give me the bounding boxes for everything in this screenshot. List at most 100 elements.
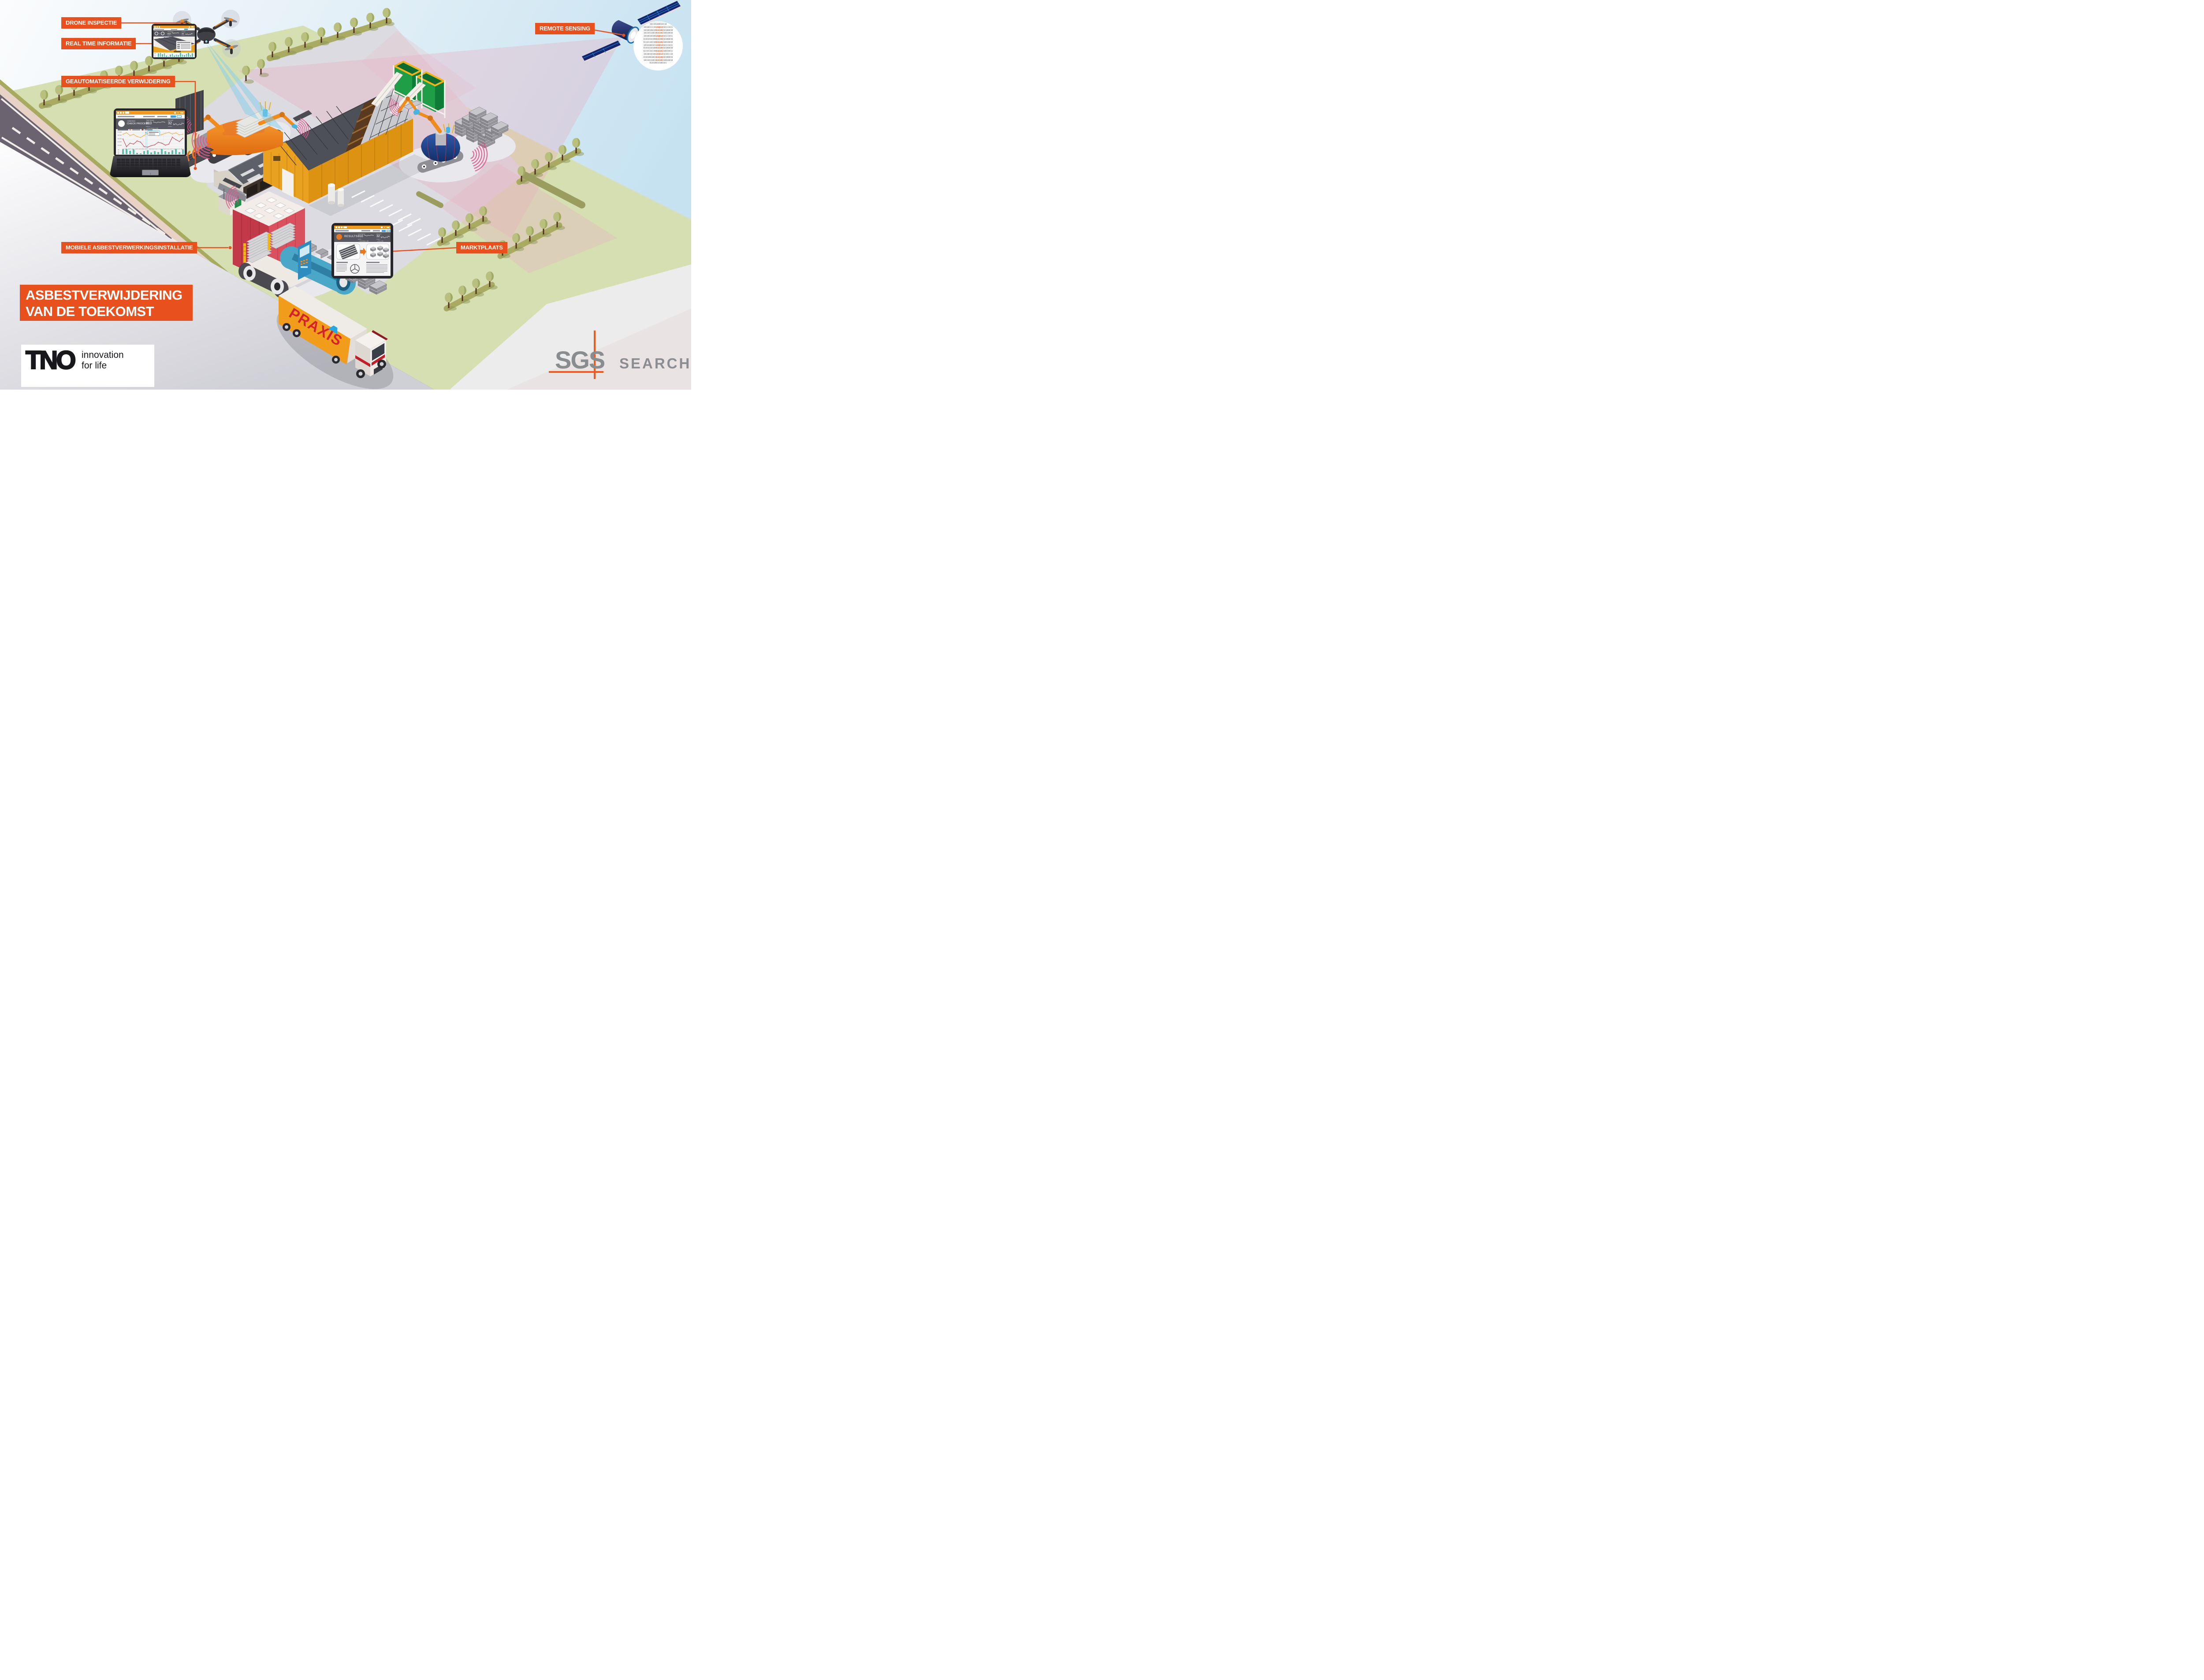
- stat2-label: Account: [376, 233, 381, 235]
- tag-mobiele-installatie: MOBIELE ASBESTVERWERKINGSINSTALLATIE: [61, 242, 197, 253]
- legend-row-1: ● Total Market ● NRx: [359, 240, 369, 242]
- app-subtitle: CHECK PROCESS: [127, 123, 149, 125]
- pink-wash-3: [507, 308, 691, 390]
- windshield: [371, 342, 385, 362]
- stat2-value: 32: [168, 121, 172, 125]
- toolbar: [116, 115, 185, 119]
- stat1-value: 810: [168, 33, 171, 35]
- inlet-conveyor: [218, 178, 247, 205]
- touchpad: [142, 170, 159, 175]
- tablet-marktplaats: RESULTS Total Market 810 8,87% ↑ Account…: [331, 223, 393, 279]
- blue-inspection-robot: [413, 110, 464, 173]
- truck: PRAXIS: [276, 286, 394, 389]
- stat1-value: 810: [146, 121, 152, 125]
- dashboard-header: Asbestos CHECK PROCESS Total Market 810 …: [116, 119, 185, 129]
- laptop-keyboard: [109, 156, 191, 177]
- panel-bricks: [366, 244, 389, 260]
- bar-chart: [158, 52, 193, 57]
- stat2-label: Account: [182, 31, 186, 33]
- infographic: PRAXIS: [0, 0, 691, 390]
- laptop-screen: Asbestos CHECK PROCESS Total Market 810 …: [116, 111, 185, 155]
- roof-photo: [153, 37, 195, 52]
- title-line2: VAN DE TOEKOMST: [26, 304, 154, 319]
- bar-chart: [122, 149, 184, 154]
- browser-bar: [334, 226, 391, 229]
- sheet-stacks: [243, 223, 296, 263]
- legend-row: ● Total Market ● NRx: [147, 127, 159, 129]
- report-right: [366, 262, 389, 275]
- sgs-wordmark: SGS: [555, 346, 605, 374]
- sgs-search-text: SEARCH: [619, 355, 691, 372]
- tag-remote-sensing: REMOTE SENSING: [535, 23, 595, 34]
- cab-side: [355, 340, 370, 376]
- parking-stripes: [351, 190, 440, 246]
- pink-wash-1: [441, 163, 617, 273]
- toolbar: [334, 229, 391, 232]
- tag-geautomatiseerde-verwijdering: GEAUTOMATISEERDE VERWIJDERING: [61, 76, 175, 87]
- report-left: [336, 262, 360, 275]
- app-title: RESULTS: [344, 235, 358, 238]
- control-kiosk: [298, 240, 311, 280]
- panel-corrugated-sheet: [336, 244, 360, 260]
- tablet-drone-inspection: + Total Market 810 8,87% ↑ Account 32 4,…: [152, 24, 197, 59]
- title-block: ASBESTVERWIJDERING VAN DE TOEKOMST: [20, 285, 193, 321]
- legend-row-2: ● TRx ● NRx: [377, 240, 383, 242]
- tno-tagline-2: for life: [82, 361, 107, 371]
- roof-vents: [245, 197, 295, 219]
- sgs-search-logo: SGS SEARCH: [549, 331, 690, 388]
- pie-chart-icon: [350, 264, 360, 274]
- stat2-label: Account: [168, 119, 174, 121]
- browser-bar: [116, 111, 185, 115]
- stat2-value: 32: [376, 235, 380, 238]
- tablet-screen: RESULTS Total Market 810 8,87% ↑ Account…: [334, 226, 391, 276]
- illustration: PRAXIS: [0, 0, 691, 390]
- tablet-frame: RESULTS Total Market 810 8,87% ↑ Account…: [331, 223, 393, 279]
- stat1-label: Total Market: [146, 119, 154, 121]
- stat1-delta: 8,87% ↑: [168, 35, 171, 36]
- satellite: [582, 1, 682, 62]
- drone-scan-beam: [205, 42, 284, 130]
- app-name: Asbestos: [127, 120, 135, 122]
- dashboard-header: RESULTS Total Market 810 8,87% ↑ Account…: [334, 232, 391, 242]
- transform-arrow-icon: [360, 248, 366, 256]
- stat1-label: Total Market: [168, 31, 174, 33]
- tablet-screen: + Total Market 810 8,87% ↑ Account 32 4,…: [153, 26, 195, 57]
- stat2-delta: 4,12% ↑: [182, 35, 185, 36]
- laptop-screen-frame: Asbestos CHECK PROCESS Total Market 810 …: [114, 108, 187, 157]
- ground-bottom-right: [450, 264, 691, 390]
- trailer-roof: [279, 286, 367, 339]
- browser-bar: [153, 26, 195, 28]
- tno-logo: TNO innovation for life: [21, 345, 154, 387]
- roller-drum: [238, 263, 289, 298]
- tag-marktplaats: MARKTPLAATS: [456, 242, 507, 253]
- tag-drone-inspectie: DRONE INSPECTIE: [61, 17, 122, 29]
- tno-wordmark: TNO: [25, 346, 77, 375]
- stat2-delta: 4,12% ↑: [376, 239, 381, 240]
- sgs-cross-vertical: [594, 331, 596, 379]
- toolbar: [153, 28, 195, 30]
- stat1-delta: 8,87% ↑: [358, 239, 362, 240]
- tag-real-time-informatie: REAL TIME INFORMATIE: [61, 38, 136, 49]
- warehouse-door: [282, 168, 294, 197]
- silos: [328, 183, 344, 207]
- stat1-label: Total Market: [358, 233, 365, 235]
- stat1-delta: 8,87% ↑: [146, 126, 151, 127]
- stat2-delta: 4,12% ↑: [168, 126, 173, 127]
- plus-sign: +: [159, 32, 160, 35]
- stat1-value: 810: [358, 235, 363, 238]
- x-axis-labels: Jan1Jan8Jan15Jan22Jan29Feb5Feb12Feb19Feb…: [122, 149, 183, 150]
- title-line1: ASBESTVERWIJDERING: [26, 287, 182, 303]
- chart-tooltip: [148, 130, 160, 136]
- dashboard-header: + Total Market 810 8,87% ↑ Account 32 4,…: [153, 30, 195, 37]
- laptop: Asbestos CHECK PROCESS Total Market 810 …: [109, 108, 191, 178]
- tablet-frame: + Total Market 810 8,87% ↑ Account 32 4,…: [152, 24, 197, 59]
- trailer-side: [279, 296, 350, 364]
- sgs-cross-horizontal: [549, 371, 603, 373]
- stat2-value: 32: [182, 33, 184, 35]
- tno-tagline-1: innovation: [82, 350, 124, 360]
